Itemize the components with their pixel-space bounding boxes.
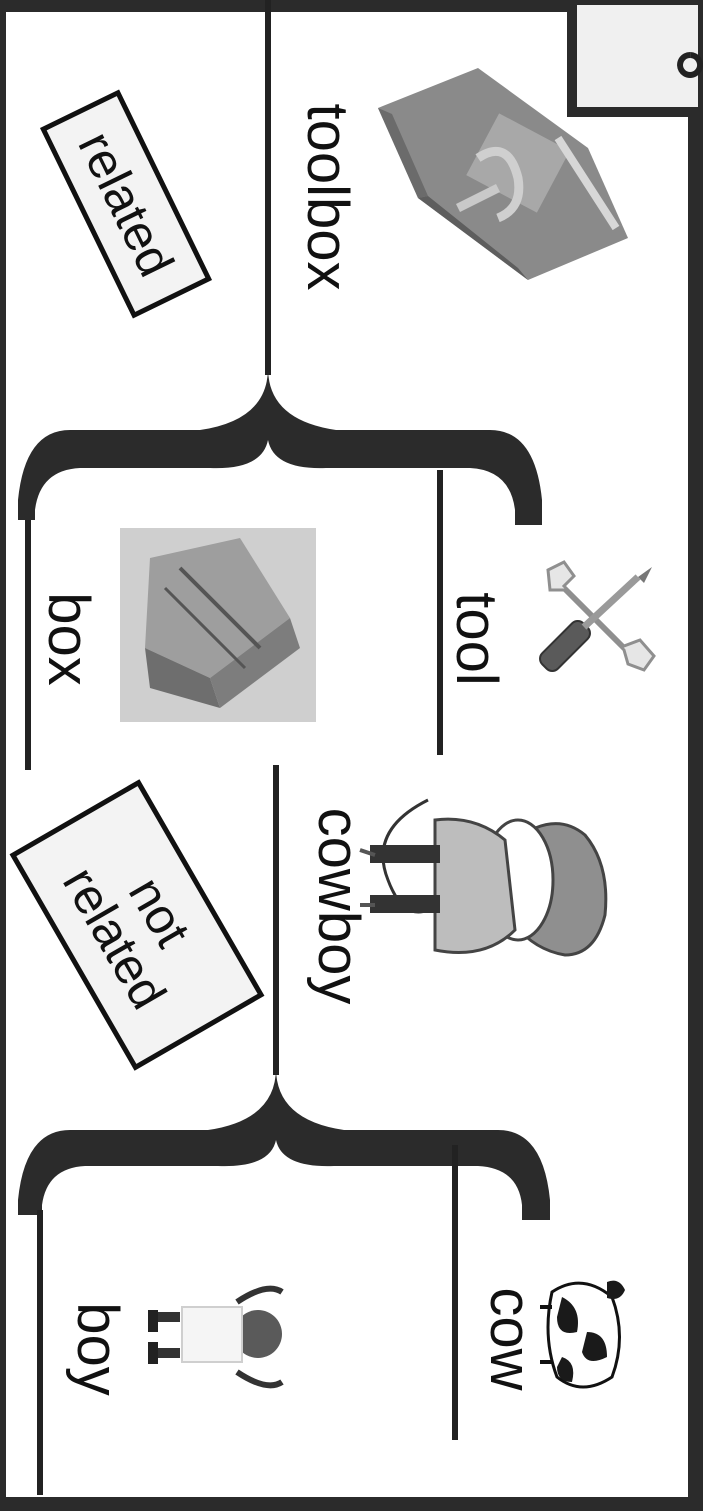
word-tool: tool: [447, 579, 505, 699]
word-toolbox: toolbox: [298, 97, 356, 297]
word-cow: cow: [481, 1284, 539, 1394]
boy-icon: [142, 1262, 302, 1402]
bottom-border: [0, 1497, 703, 1511]
word-boy: boy: [68, 1294, 126, 1404]
tools-icon: [526, 555, 666, 695]
cowboy-icon: [340, 780, 620, 980]
box-icon: [120, 528, 316, 722]
word-box: box: [39, 589, 97, 689]
cow-icon: [532, 1262, 632, 1402]
brace-1: [18, 368, 542, 525]
brace-2: [18, 1068, 550, 1220]
toolbox-icon: [358, 68, 638, 280]
right-border: [688, 0, 703, 1511]
